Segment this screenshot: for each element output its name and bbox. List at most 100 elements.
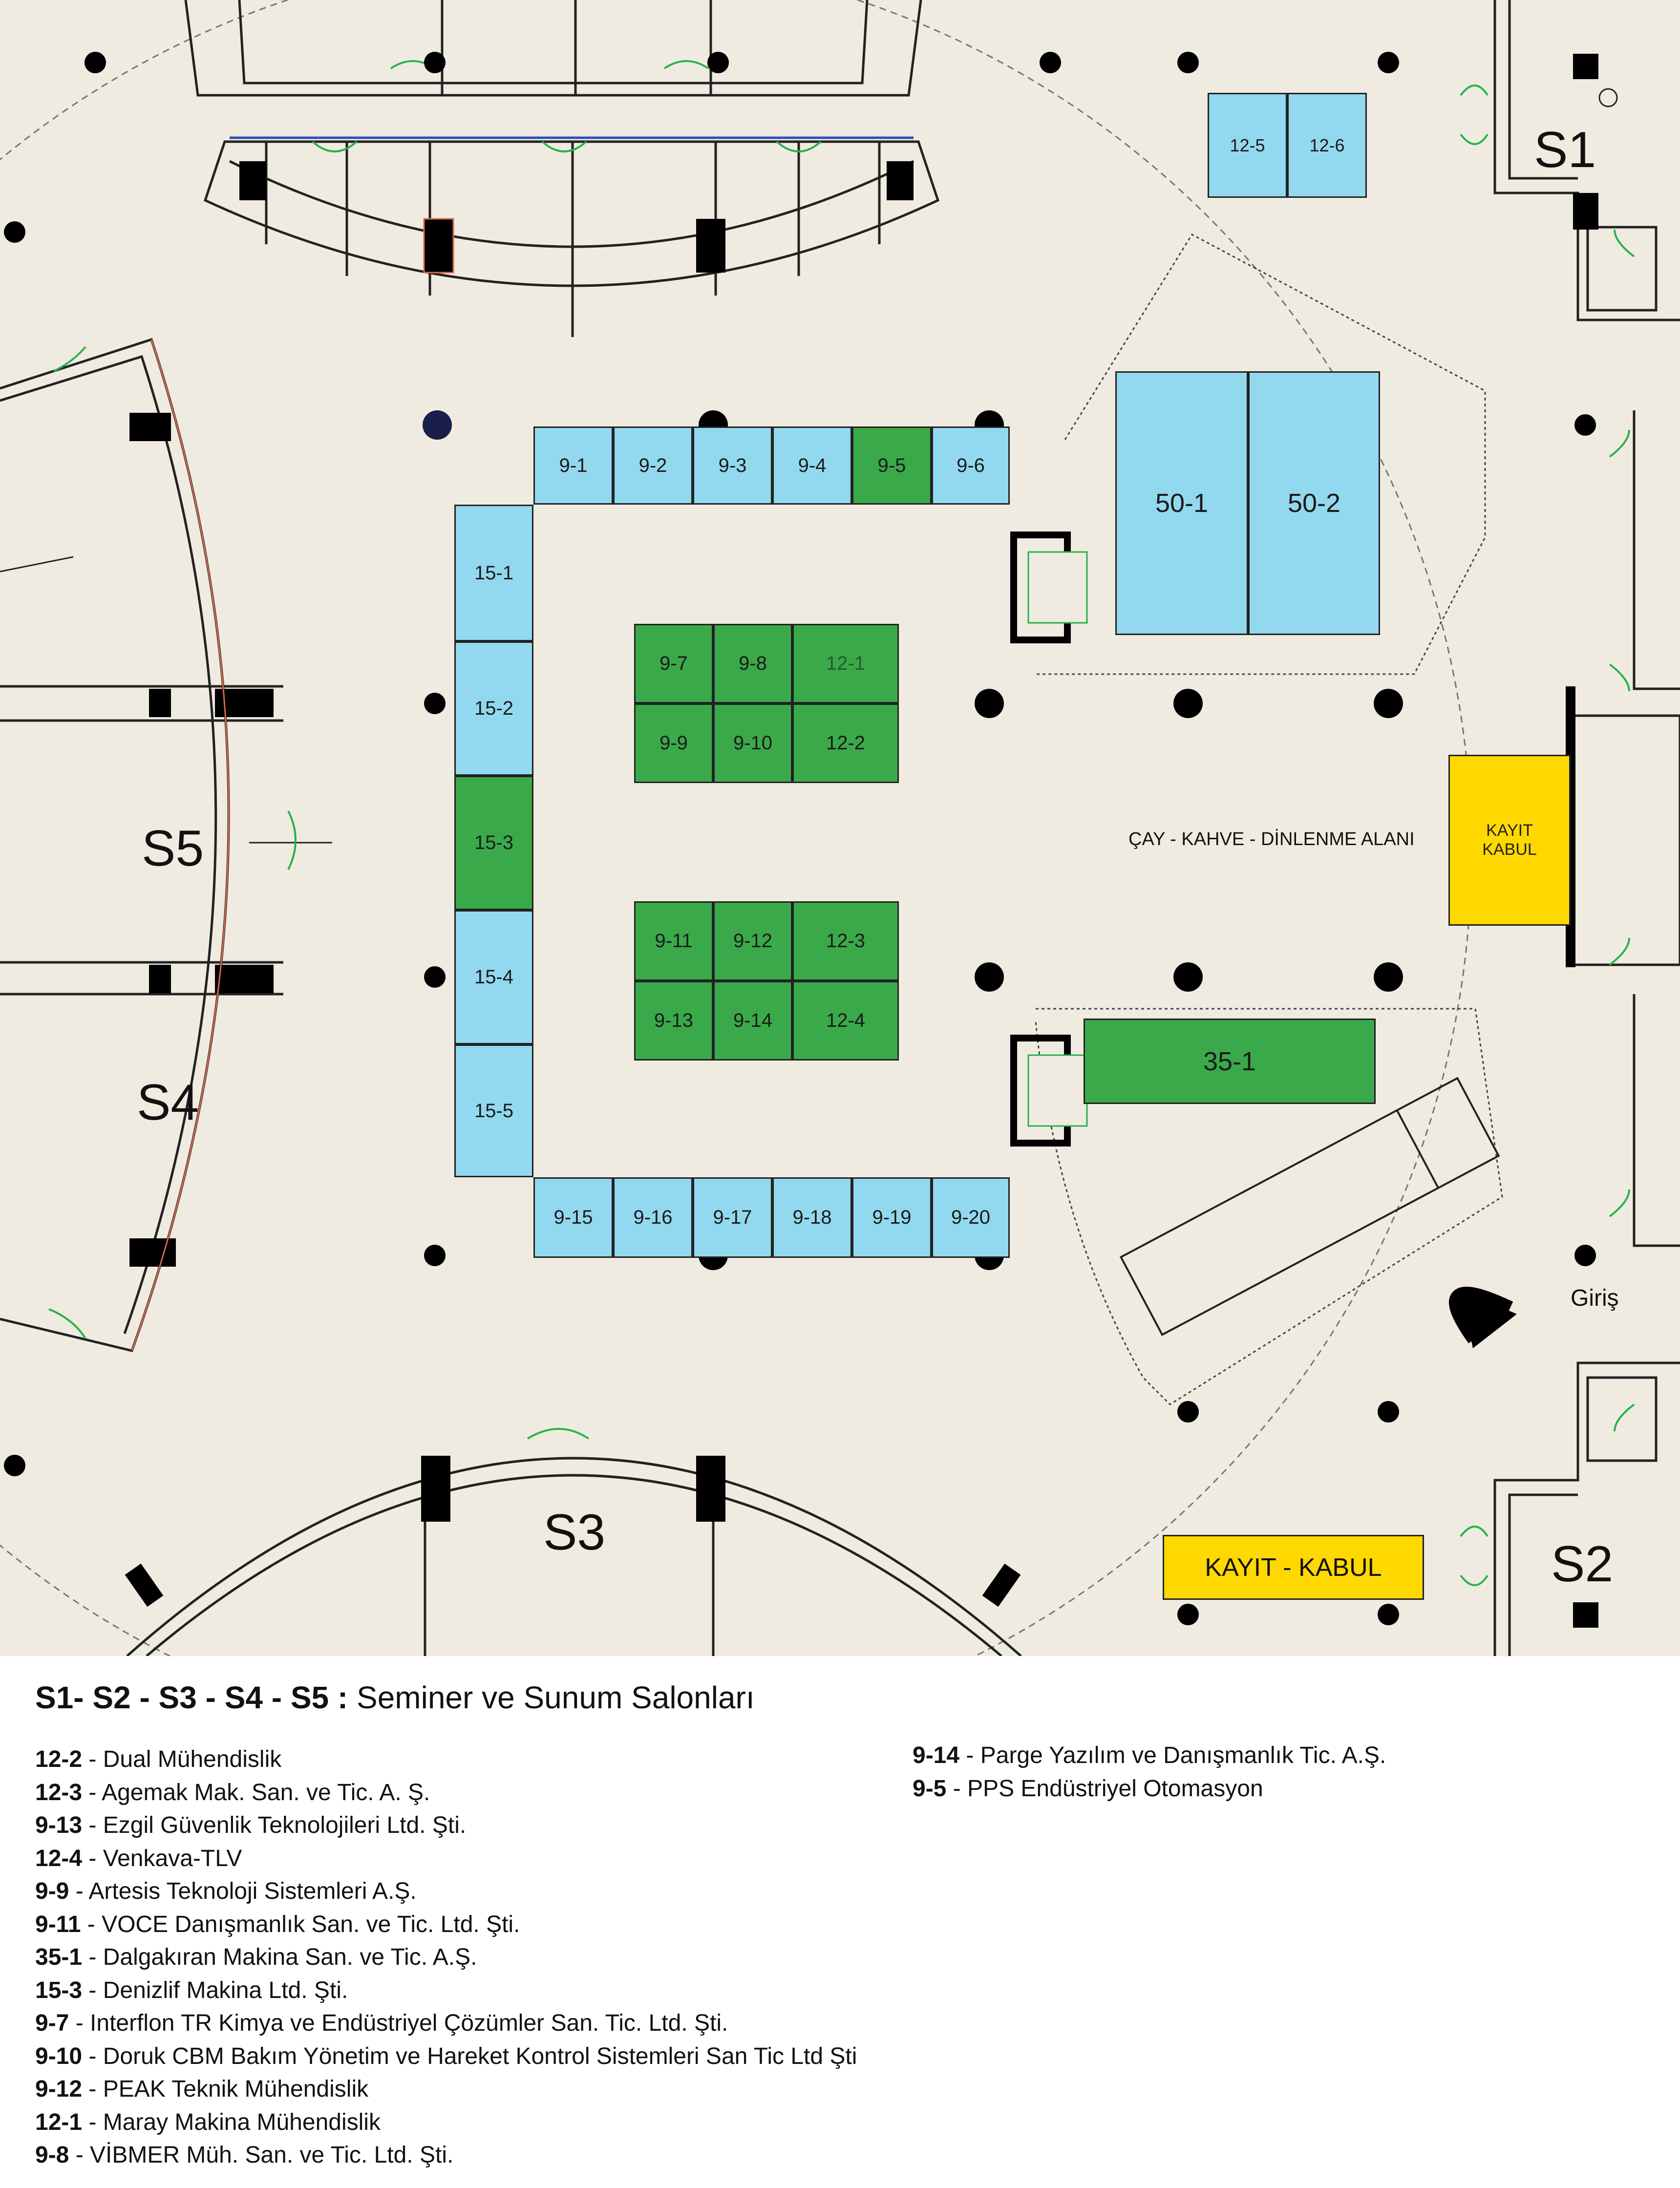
registration-side-line: KAYIT (1486, 821, 1533, 840)
booth[interactable]: 9-6 (932, 426, 1010, 505)
legend-company: - Dual Mühendislik (82, 1746, 282, 1772)
legend-code: 9-11 (35, 1911, 81, 1937)
legend-company: - VİBMER Müh. San. ve Tic. Ltd. Şti. (69, 2142, 454, 2168)
entrance-label: Giriş (1571, 1285, 1619, 1311)
legend-company: - Interflon TR Kimya ve Endüstriyel Çözü… (69, 2010, 728, 2036)
legend-item: 12-4 - Venkava-TLV (35, 1842, 857, 1875)
legend-company: - Venkava-TLV (82, 1845, 242, 1871)
booth[interactable]: 9-3 (693, 426, 772, 505)
legend-title-description: Seminer ve Sunum Salonları (348, 1680, 755, 1715)
booth[interactable]: 15-4 (454, 910, 533, 1044)
legend-code: 9-13 (35, 1812, 83, 1838)
room-label-s4: S4 (137, 1074, 199, 1131)
booth[interactable]: 9-15 (533, 1177, 613, 1258)
booth[interactable]: 9-4 (772, 426, 852, 505)
legend-company: - Denizlif Makina Ltd. Şti. (82, 1977, 348, 2003)
registration-desk-bottom: KAYIT - KABUL (1163, 1535, 1424, 1600)
booth[interactable]: 12-5 (1208, 93, 1287, 198)
legend-code: 12-4 (35, 1845, 83, 1871)
legend-company: - PEAK Teknik Mühendislik (82, 2076, 369, 2102)
legend-company: - Dalgakıran Makina San. ve Tic. A.Ş. (82, 1944, 477, 1970)
legend-title: S1- S2 - S3 - S4 - S5 : Seminer ve Sunum… (35, 1679, 755, 1716)
room-label-s2: S2 (1551, 1536, 1614, 1593)
legend-company: - VOCE Danışmanlık San. ve Tic. Ltd. Şti… (81, 1911, 520, 1937)
booth[interactable]: 12-1 (792, 624, 899, 703)
legend-item: 9-8 - VİBMER Müh. San. ve Tic. Ltd. Şti. (35, 2139, 857, 2172)
booth[interactable]: 9-13 (634, 981, 713, 1061)
booth[interactable]: 50-2 (1248, 371, 1380, 635)
legend-item: 9-13 - Ezgil Güvenlik Teknolojileri Ltd.… (35, 1809, 857, 1842)
registration-desk-side: KAYIT KABUL (1448, 755, 1571, 926)
legend-item: 12-2 - Dual Mühendislik (35, 1743, 857, 1776)
booth[interactable]: 9-19 (852, 1177, 932, 1258)
booth[interactable]: 9-18 (772, 1177, 852, 1258)
booth[interactable]: 9-14 (713, 981, 792, 1061)
legend-item: 9-5 - PPS Endüstriyel Otomasyon (913, 1772, 1386, 1806)
legend-company: - PPS Endüstriyel Otomasyon (946, 1775, 1263, 1802)
legend-code: 9-8 (35, 2142, 69, 2168)
registration-side-line: KABUL (1482, 840, 1537, 859)
legend-item: 9-7 - Interflon TR Kimya ve Endüstriyel … (35, 2007, 857, 2040)
legend-code: 9-7 (35, 2010, 69, 2036)
legend (0, 1656, 1680, 2188)
legend-code: 9-5 (913, 1775, 947, 1802)
booth[interactable]: 15-1 (454, 505, 533, 641)
legend-item: 15-3 - Denizlif Makina Ltd. Şti. (35, 1974, 857, 2007)
booth[interactable]: 9-12 (713, 901, 792, 981)
door-markers (48, 60, 1635, 1586)
legend-code: 12-2 (35, 1746, 83, 1772)
legend-code: 9-14 (913, 1742, 960, 1768)
floor-plan-drawing (0, 0, 1680, 1656)
stage-left-lower (1010, 1035, 1088, 1147)
room-label-s3: S3 (543, 1504, 606, 1561)
legend-item: 9-14 - Parge Yazılım ve Danışmanlık Tic.… (913, 1739, 1386, 1772)
booth[interactable]: 9-5 (852, 426, 932, 505)
booth[interactable]: 9-11 (634, 901, 713, 981)
room-label-s5: S5 (142, 820, 204, 877)
booth[interactable]: 9-16 (613, 1177, 693, 1258)
legend-code: 35-1 (35, 1944, 83, 1970)
legend-item: 9-12 - PEAK Teknik Mühendislik (35, 2073, 857, 2106)
legend-code: 15-3 (35, 1977, 83, 2003)
booth[interactable]: 12-4 (792, 981, 899, 1061)
legend-item: 35-1 - Dalgakıran Makina San. ve Tic. A.… (35, 1941, 857, 1974)
legend-item: 9-10 - Doruk CBM Bakım Yönetim ve Hareke… (35, 2040, 857, 2073)
booth[interactable]: 9-9 (634, 703, 713, 783)
booth[interactable]: 12-3 (792, 901, 899, 981)
legend-company: - Agemak Mak. San. ve Tic. A. Ş. (82, 1779, 430, 1806)
booth[interactable]: 15-3 (454, 776, 533, 910)
booth[interactable]: 12-6 (1287, 93, 1367, 198)
legend-code: 9-12 (35, 2076, 83, 2102)
room-label-s1: S1 (1534, 122, 1596, 178)
legend-item: 12-1 - Maray Makina Mühendislik (35, 2106, 857, 2139)
booth[interactable]: 9-17 (693, 1177, 772, 1258)
booth[interactable]: 50-1 (1115, 371, 1248, 635)
booth[interactable]: 9-7 (634, 624, 713, 703)
legend-title-rooms: S1- S2 - S3 - S4 - S5 : (35, 1680, 348, 1715)
legend-item: 9-11 - VOCE Danışmanlık San. ve Tic. Ltd… (35, 1908, 857, 1941)
legend-code: 9-10 (35, 2043, 83, 2069)
floor-plan: 9-1 9-2 9-3 9-4 9-5 9-6 15-1 15-2 15-3 1… (0, 0, 1680, 1656)
legend-code: 9-9 (35, 1878, 69, 1904)
legend-company: - Artesis Teknoloji Sistemleri A.Ş. (69, 1878, 417, 1904)
booth[interactable]: 9-8 (713, 624, 792, 703)
legend-code: 12-3 (35, 1779, 83, 1806)
rest-area-label: ÇAY - KAHVE - DİNLENME ALANI (1128, 829, 1415, 850)
legend-company: - Ezgil Güvenlik Teknolojileri Ltd. Şti. (82, 1812, 467, 1838)
legend-column-1: 12-2 - Dual Mühendislik 12-3 - Agemak Ma… (35, 1743, 857, 2172)
legend-code: 12-1 (35, 2109, 83, 2135)
booth[interactable]: 35-1 (1084, 1019, 1376, 1104)
legend-company: - Doruk CBM Bakım Yönetim ve Hareket Kon… (82, 2043, 857, 2069)
booth[interactable]: 15-2 (454, 641, 533, 776)
legend-item: 9-9 - Artesis Teknoloji Sistemleri A.Ş. (35, 1875, 857, 1908)
booth[interactable]: 9-10 (713, 703, 792, 783)
booth[interactable]: 12-2 (792, 703, 899, 783)
legend-company: - Maray Makina Mühendislik (82, 2109, 381, 2135)
booth[interactable]: 9-2 (613, 426, 693, 505)
legend-column-2: 9-14 - Parge Yazılım ve Danışmanlık Tic.… (913, 1739, 1386, 1805)
legend-company: - Parge Yazılım ve Danışmanlık Tic. A.Ş. (959, 1742, 1386, 1768)
booth[interactable]: 9-1 (533, 426, 613, 505)
top-hall-structure (184, 0, 940, 337)
booth[interactable]: 15-5 (454, 1044, 533, 1177)
booth[interactable]: 9-20 (932, 1177, 1010, 1258)
